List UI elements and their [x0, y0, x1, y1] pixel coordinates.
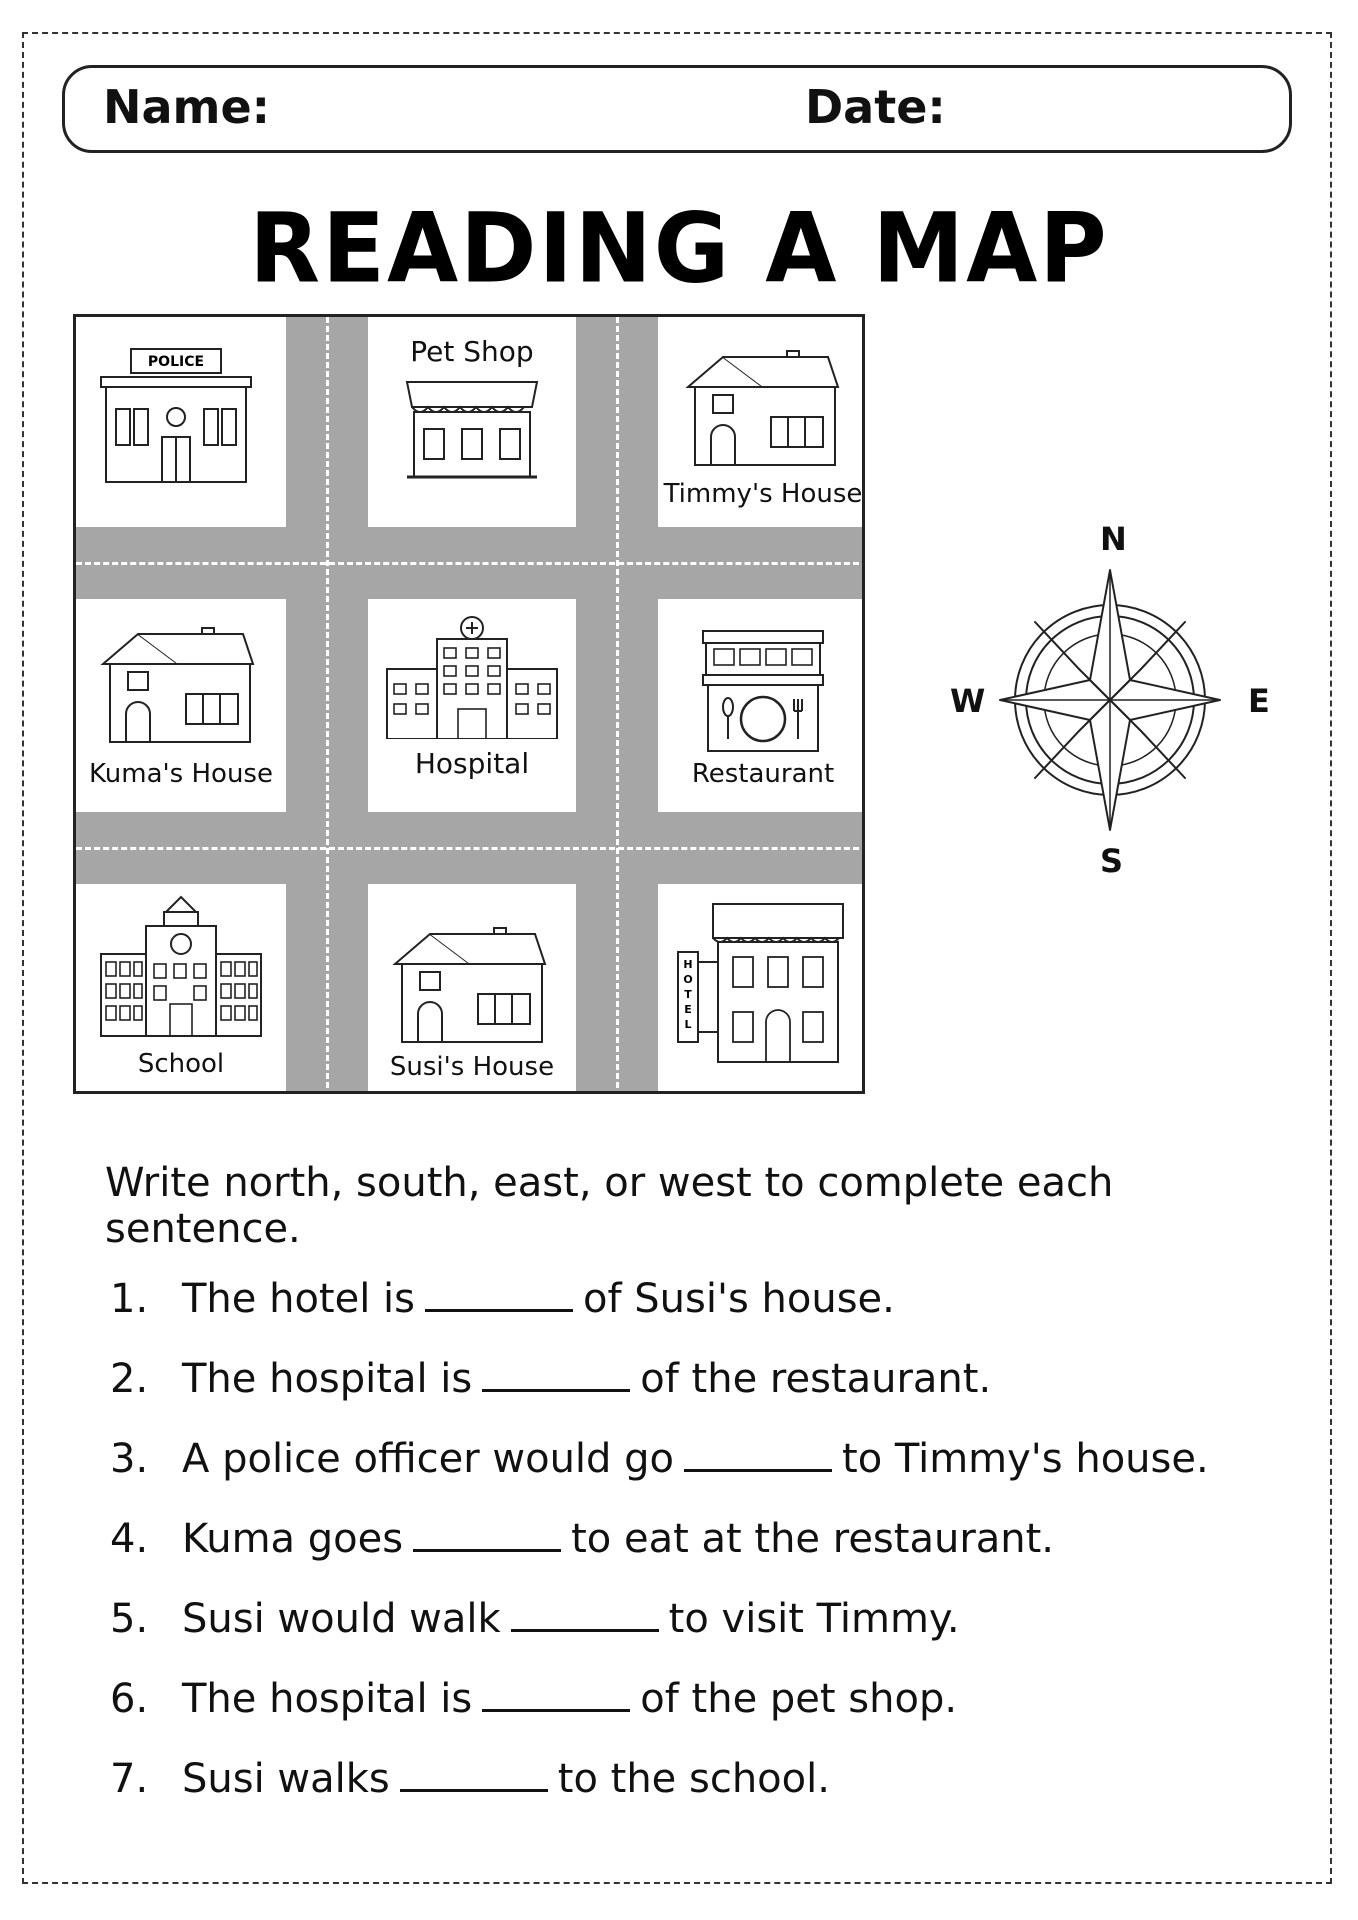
question-number: 2. — [110, 1356, 149, 1402]
question-number: 6. — [110, 1676, 149, 1722]
page-title: READING A MAP — [249, 192, 1109, 305]
answer-blank[interactable] — [482, 1679, 631, 1712]
police-station-block: POLICE — [76, 317, 286, 527]
hospital-icon — [386, 616, 558, 739]
question-text-after: of the pet shop. — [640, 1676, 958, 1722]
pet-shop-block: Pet Shop — [368, 317, 576, 527]
question-text-before: The hotel is — [182, 1276, 416, 1322]
answer-blank[interactable] — [510, 1599, 659, 1632]
answer-blank[interactable] — [425, 1279, 574, 1312]
kumas-house-label: Kuma's House — [89, 759, 273, 789]
lane-line — [616, 317, 619, 1091]
question-text: Susi would walk to visit Timmy. — [182, 1596, 960, 1642]
question-text: The hotel is of Susi's house. — [182, 1276, 895, 1322]
compass-rose: N W E S — [950, 520, 1270, 880]
question-text-after: to the school. — [557, 1756, 830, 1802]
question-item: 4. Kuma goes to eat at the restaurant. — [110, 1508, 1310, 1570]
town-map: POLICE Pet Shop — [73, 314, 865, 1094]
school-block: School — [76, 884, 286, 1091]
question-text: A police officer would go to Timmy's hous… — [182, 1436, 1209, 1482]
question-text-before: The hospital is — [182, 1676, 473, 1722]
compass-star-icon — [999, 569, 1221, 831]
question-number: 7. — [110, 1756, 149, 1802]
question-text-after: to visit Timmy. — [668, 1596, 960, 1642]
instructions-text: Write north, south, east, or west to com… — [105, 1160, 1114, 1252]
date-label: Date: — [805, 80, 946, 134]
restaurant-label: Restaurant — [691, 759, 835, 789]
pet-shop-label: Pet Shop — [410, 335, 534, 368]
kumas-house-block: Kuma's House — [76, 599, 286, 812]
pet-shop-icon — [405, 381, 539, 479]
question-item: 6. The hospital is of the pet shop. — [110, 1668, 1310, 1730]
question-text: Kuma goes to eat at the restaurant. — [182, 1516, 1054, 1562]
question-text-after: to eat at the restaurant. — [571, 1516, 1055, 1562]
name-date-bar: Name: Date: — [62, 65, 1292, 153]
question-number: 1. — [110, 1276, 149, 1322]
worksheet-border — [22, 32, 1332, 1884]
timmys-house-icon — [685, 350, 840, 466]
answer-blank[interactable] — [684, 1439, 833, 1472]
question-number: 4. — [110, 1516, 149, 1562]
kumas-house-icon — [100, 627, 255, 743]
susis-house-icon — [392, 927, 547, 1043]
answer-blank[interactable] — [413, 1519, 562, 1552]
question-text-before: A police officer would go — [182, 1436, 675, 1482]
susis-house-label: Susi's House — [389, 1052, 555, 1082]
question-text-before: Susi would walk — [182, 1596, 501, 1642]
restaurant-block: Restaurant — [658, 599, 862, 812]
restaurant-icon — [702, 630, 824, 752]
question-number: 3. — [110, 1436, 149, 1482]
question-text: The hospital is of the restaurant. — [182, 1356, 991, 1402]
question-item: 7. Susi walks to the school. — [110, 1748, 1310, 1810]
question-text-after: to Timmy's house. — [842, 1436, 1209, 1482]
hospital-block: Hospital — [368, 599, 576, 812]
school-label: School — [137, 1049, 225, 1079]
school-icon — [100, 895, 262, 1037]
question-item: 5. Susi would walk to visit Timmy. — [110, 1588, 1310, 1650]
question-item: 1. The hotel is of Susi's house. — [110, 1268, 1310, 1330]
question-text-after: of the restaurant. — [640, 1356, 992, 1402]
question-text: Susi walks to the school. — [182, 1756, 830, 1802]
question-text-before: Susi walks — [182, 1756, 390, 1802]
question-text-before: The hospital is — [182, 1356, 473, 1402]
answer-blank[interactable] — [482, 1359, 631, 1392]
question-item: 2. The hospital is of the restaurant. — [110, 1348, 1310, 1410]
susis-house-block: Susi's House — [368, 884, 576, 1091]
compass-south-label: S — [1100, 842, 1124, 880]
name-label: Name: — [103, 80, 271, 134]
police-station-icon: POLICE — [100, 348, 252, 483]
question-text: The hospital is of the pet shop. — [182, 1676, 957, 1722]
compass-east-label: E — [1248, 682, 1270, 720]
compass-north-label: N — [1100, 520, 1127, 558]
hospital-label: Hospital — [414, 747, 530, 780]
lane-line — [326, 317, 329, 1091]
timmys-house-label: Timmy's House — [663, 479, 863, 509]
timmys-house-block: Timmy's House — [658, 317, 863, 527]
answer-blank[interactable] — [399, 1759, 548, 1792]
question-item: 3. A police officer would go to Timmy's ho… — [110, 1428, 1310, 1490]
question-text-before: Kuma goes — [182, 1516, 404, 1562]
police-sign: POLICE — [148, 354, 204, 370]
compass-west-label: W — [950, 682, 986, 720]
lane-line — [76, 562, 862, 565]
question-number: 5. — [110, 1596, 149, 1642]
question-text-after: of Susi's house. — [583, 1276, 895, 1322]
lane-line — [76, 847, 862, 850]
